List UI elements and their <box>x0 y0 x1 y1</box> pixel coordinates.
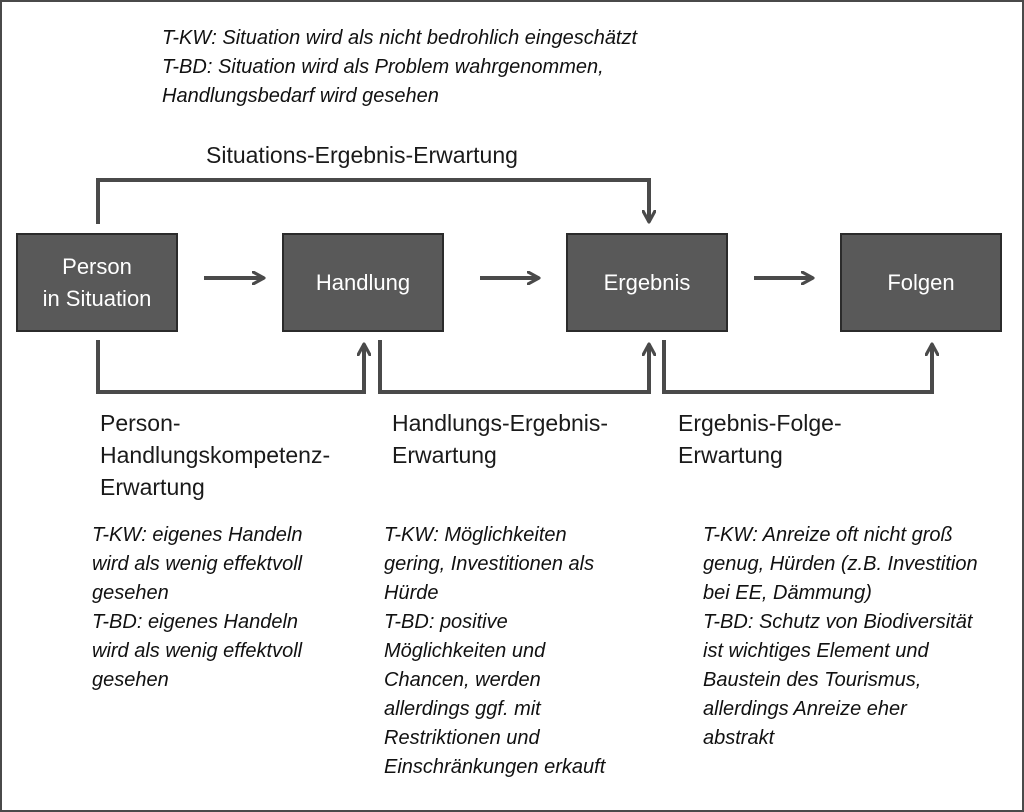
box-label: Person <box>62 253 132 279</box>
box-label: Handlung <box>315 269 411 295</box>
box-label: Ergebnis <box>603 269 691 295</box>
top-note-line: T-KW: Situation wird als nicht bedrohlic… <box>162 27 638 49</box>
handlung-ergebnis-note: T-KW: Möglichkeiten gering, Investitione… <box>384 524 606 778</box>
top-note: T-KW: Situation wird als nicht bedrohlic… <box>162 24 637 111</box>
box-folgen: Folgen <box>840 233 1002 332</box>
person-handlung-arrow <box>96 340 364 394</box>
situation-result-arrow <box>96 178 649 224</box>
handlung-ergebnis-label: Handlungs-Ergebnis- Erwartung <box>392 410 609 468</box>
person-handlung-note: T-KW: eigenes Handeln wird als wenig eff… <box>92 524 303 691</box>
box-label: Folgen <box>887 269 955 295</box>
situation-result-label: Situations-Ergebnis-Erwartung <box>206 142 518 168</box>
box-label: in Situation <box>42 285 152 311</box>
ergebnis-folge-note: T-KW: Anreize oft nicht groß genug, Hürd… <box>703 524 978 749</box>
top-note-line: Handlungsbedarf wird gesehen <box>162 85 439 107</box>
box-person-in-situation: Person in Situation <box>16 233 178 332</box>
box-handlung: Handlung <box>282 233 444 332</box>
ergebnis-folge-label: Ergebnis-Folge- Erwartung <box>678 410 842 468</box>
box-ergebnis: Ergebnis <box>566 233 728 332</box>
top-note-line: T-BD: Situation wird als Problem wahrgen… <box>162 56 604 78</box>
person-handlung-label: Person- Handlungskompetenz- Erwartung <box>100 410 331 500</box>
handlung-ergebnis-arrow <box>378 340 649 394</box>
ergebnis-folge-arrow <box>662 340 932 394</box>
